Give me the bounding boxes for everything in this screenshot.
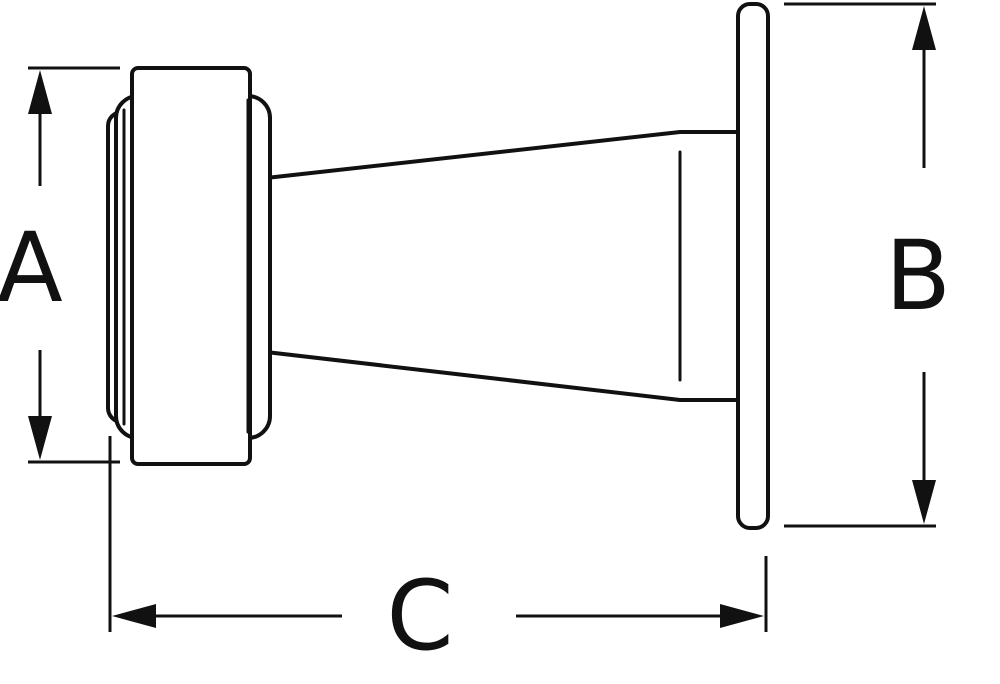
dimension-a-arrow-up	[28, 70, 52, 114]
dimension-a: A	[0, 66, 120, 464]
dimension-a-arrow-down	[28, 416, 52, 460]
dimension-b-arrow-up	[912, 6, 936, 50]
dimension-c-arrow-left	[112, 604, 156, 628]
dimension-b-label: B	[885, 220, 951, 332]
knob	[106, 66, 272, 466]
mounting-plate	[736, 2, 770, 530]
dimension-b-arrow-down	[912, 480, 936, 524]
shaft-body	[264, 130, 742, 402]
dimension-a-label: A	[0, 212, 63, 324]
dimension-c: C	[108, 436, 768, 672]
dimension-c-arrow-right	[720, 604, 764, 628]
knob-face	[130, 66, 252, 466]
dimension-b: B	[784, 2, 951, 528]
tapered-shaft	[264, 130, 742, 402]
dimension-c-label: C	[386, 560, 453, 672]
